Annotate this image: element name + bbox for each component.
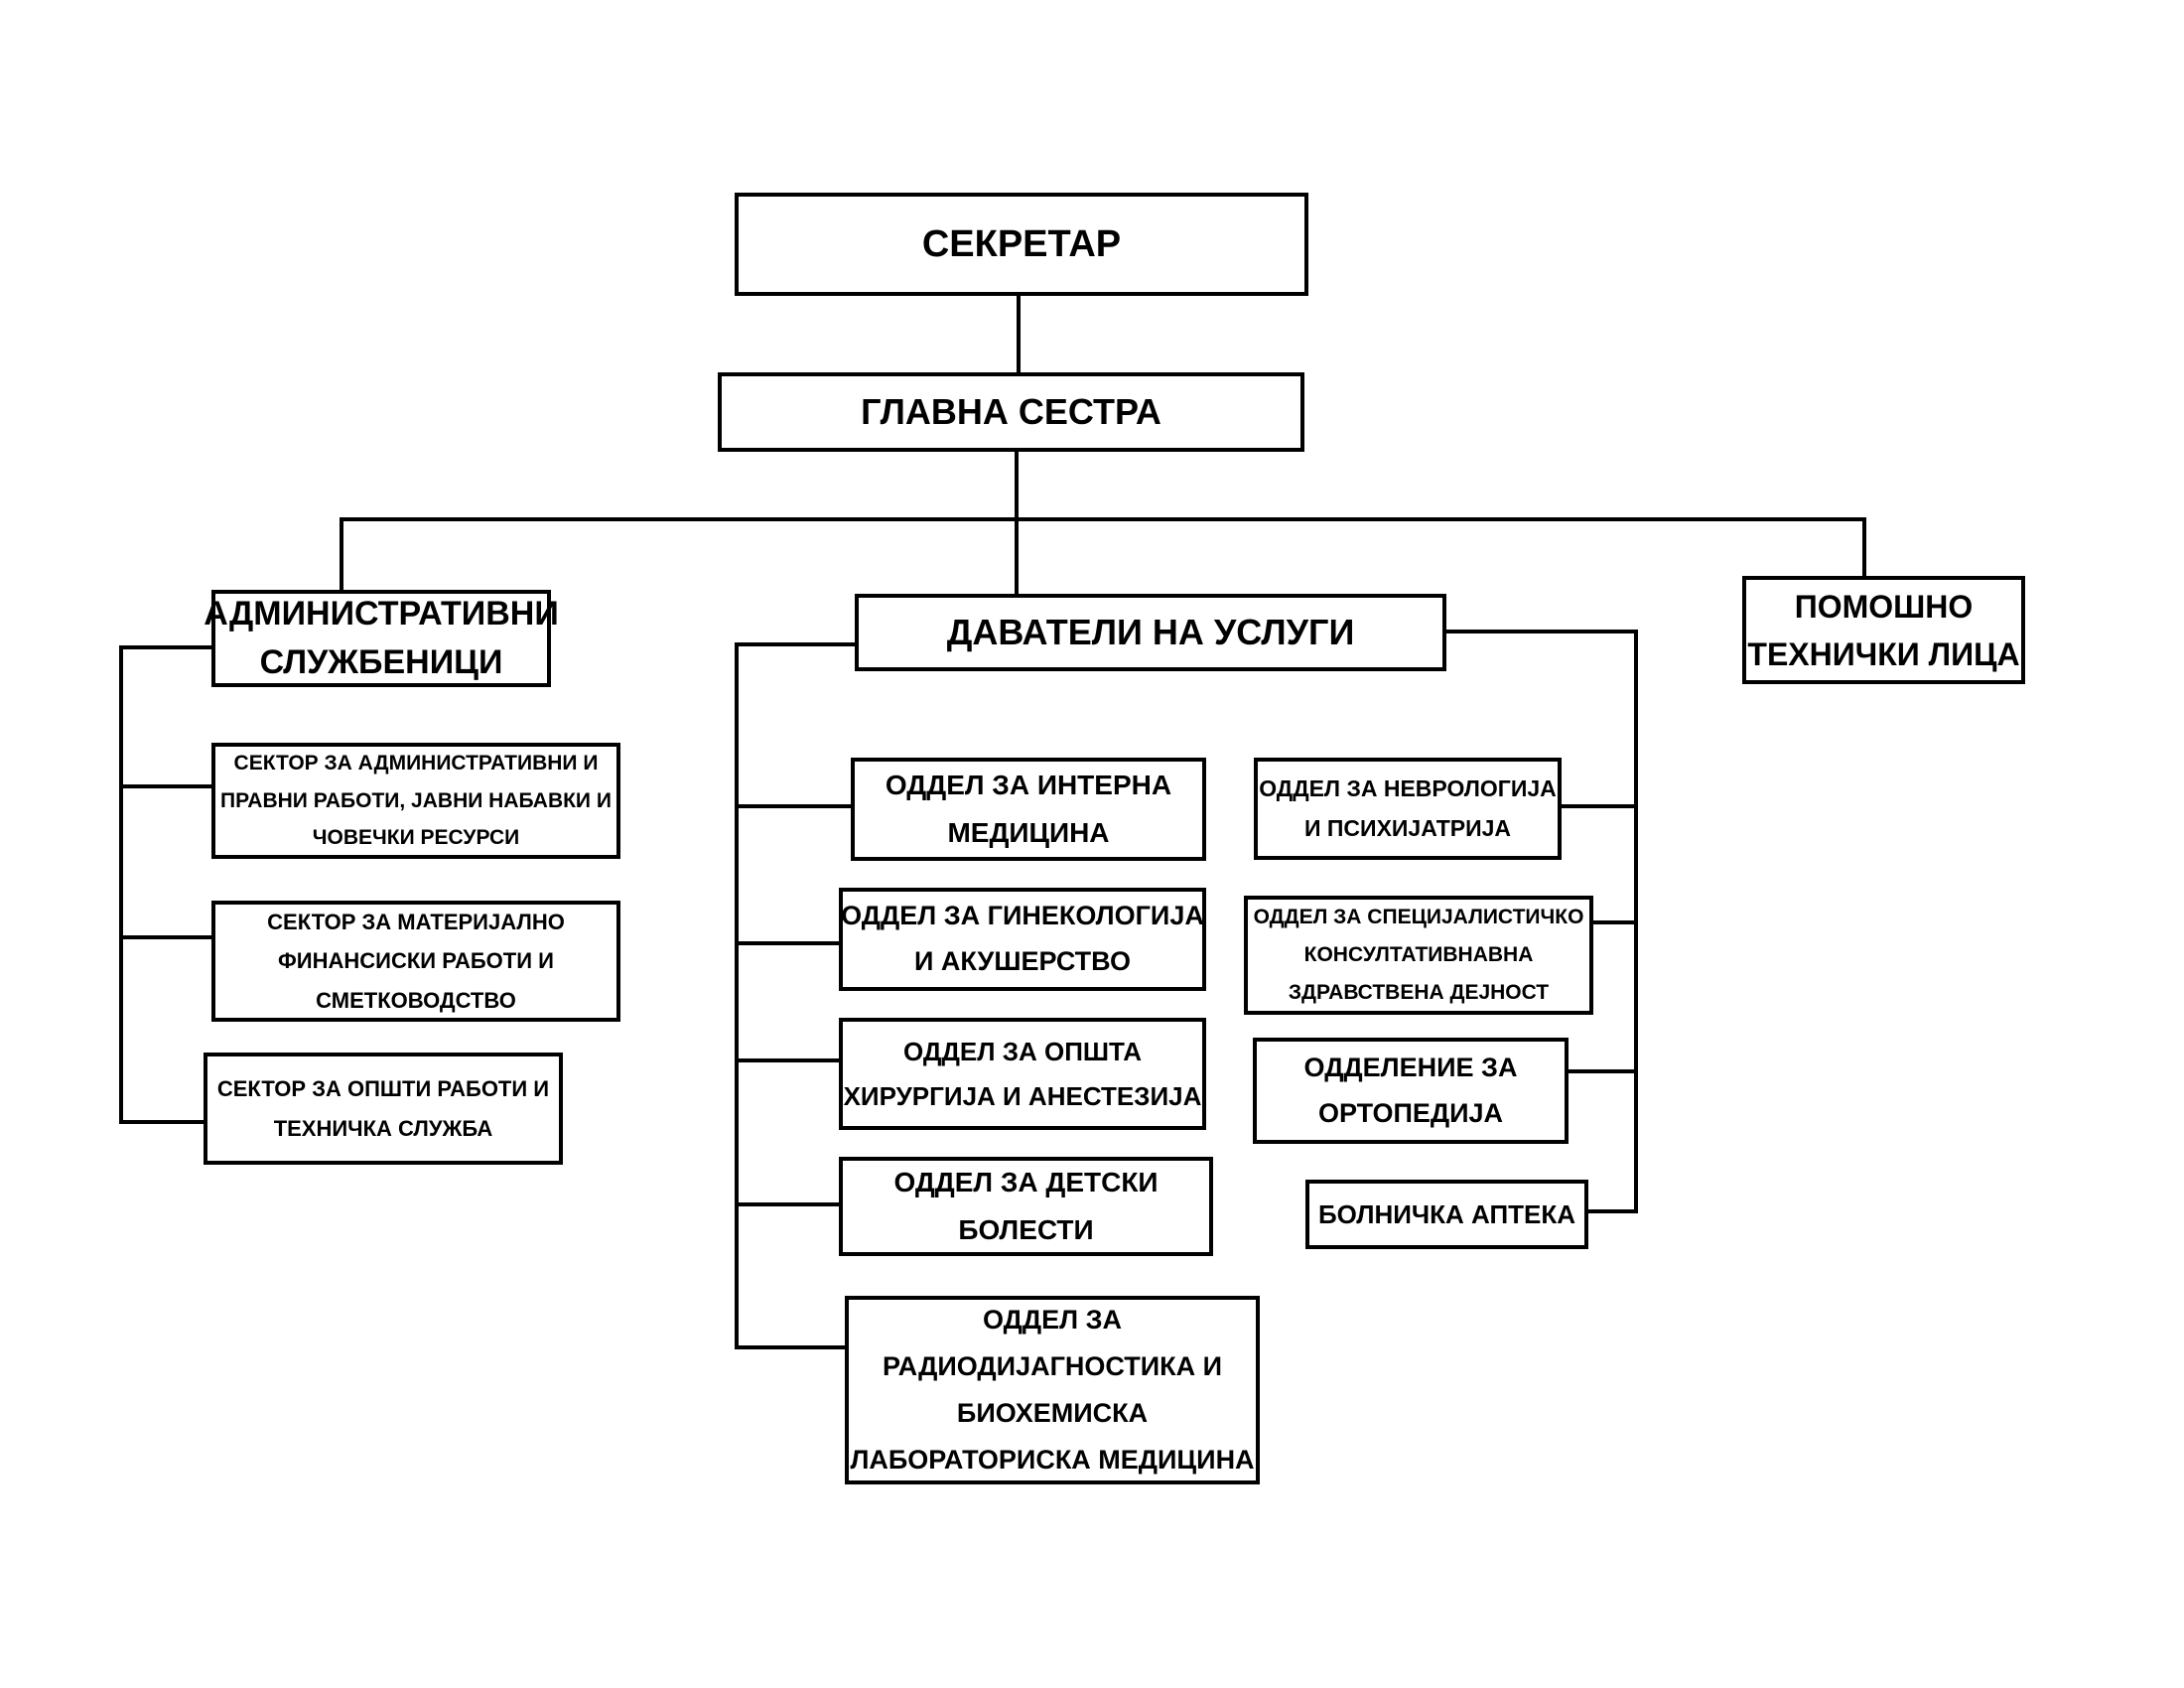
node-label: ОДДЕЛ ЗА ОПШТА ХИРУРГИЈА И АНЕСТЕЗИЈА: [844, 1030, 1202, 1117]
node-dept-internal-medicine: ОДДЕЛ ЗА ИНТЕРНА МЕДИЦИНА: [851, 758, 1206, 861]
node-label-line: ОДДЕЛ ЗА ГИНЕКОЛОГИЈА: [841, 901, 1204, 931]
node-label-line: БОЛНИЧКА АПТЕКА: [1317, 1198, 1576, 1229]
connector-line: [119, 784, 211, 788]
node-admin-staff: АДМИНИСТРАТИВНИ СЛУЖБЕНИЦИ: [204, 590, 559, 687]
connector-line: [735, 642, 855, 646]
connector-line: [119, 645, 123, 1124]
node-label-line: И АКУШЕРСТВО: [914, 946, 1131, 976]
connector-line: [1015, 517, 1019, 594]
connector-line: [340, 517, 1866, 521]
node-label-line: АДМИНИСТРАТИВНИ: [204, 594, 559, 633]
node-label: ОДДЕЛЕНИЕ ЗА ОРТОПЕДИЈА: [1304, 1046, 1518, 1137]
node-label: ПОМОШНО ТЕХНИЧКИ ЛИЦА: [1747, 583, 2019, 678]
connector-line: [1569, 1069, 1638, 1073]
connector-line: [735, 1202, 839, 1206]
node-dept-surgery: ОДДЕЛ ЗА ОПШТА ХИРУРГИЈА И АНЕСТЕЗИЈА: [839, 1018, 1206, 1130]
node-label: ОДДЕЛ ЗА ГИНЕКОЛОГИЈА И АКУШЕРСТВО: [841, 894, 1204, 985]
node-label-line: СМЕТКОВОДСТВО: [316, 987, 516, 1013]
connector-line: [735, 642, 739, 1349]
node-label: СЕКТОР ЗА МАТЕРИЈАЛНО ФИНАНСИСКИ РАБОТИ И…: [267, 903, 565, 1021]
connector-line: [1588, 1209, 1638, 1213]
node-label: ОДДЕЛ ЗА РАДИОДИЈАГНОСТИКА И БИОХЕМИСКА ЛАБ…: [850, 1297, 1254, 1484]
node-dept-orthopedics: ОДДЕЛЕНИЕ ЗА ОРТОПЕДИЈА: [1253, 1038, 1569, 1144]
node-label-line: МЕДИЦИНА: [947, 817, 1110, 848]
connector-line: [735, 804, 851, 808]
node-label-line: ОДДЕЛЕНИЕ ЗА: [1303, 1052, 1518, 1082]
node-sector-finance: СЕКТОР ЗА МАТЕРИЈАЛНО ФИНАНСИСКИ РАБОТИ И…: [211, 901, 620, 1022]
node-label: ДАВАТЕЛИ НА УСЛУГИ: [947, 606, 1355, 659]
node-label: СЕКРЕТАР: [922, 216, 1121, 273]
node-label-line: И ПСИХИЈАТРИЈА: [1303, 814, 1512, 841]
connector-line: [1017, 296, 1021, 372]
node-label-line: ОРТОПЕДИЈА: [1317, 1097, 1504, 1128]
node-label-line: КОНСУЛТАТИВНАВНА: [1303, 943, 1534, 967]
node-label-line: ХИРУРГИЈА И АНЕСТЕЗИЈА: [843, 1080, 1202, 1111]
node-label-line: ОДДЕЛ ЗА ОПШТА: [902, 1037, 1143, 1067]
node-hospital-pharmacy: БОЛНИЧКА АПТЕКА: [1305, 1180, 1588, 1249]
node-dept-radiology-lab: ОДДЕЛ ЗА РАДИОДИЈАГНОСТИКА И БИОХЕМИСКА ЛАБ…: [845, 1296, 1260, 1484]
node-label: БОЛНИЧКА АПТЕКА: [1318, 1196, 1575, 1234]
node-label-line: ПОМОШНО: [1794, 588, 1974, 625]
node-label-line: ОДДЕЛ ЗА: [983, 1304, 1122, 1335]
connector-line: [1862, 517, 1866, 578]
node-label-line: СЕКТОР ЗА МАТЕРИЈАЛНО: [267, 909, 565, 934]
connector-line: [735, 941, 839, 945]
node-label: АДМИНИСТРАТИВНИ СЛУЖБЕНИЦИ: [204, 590, 559, 688]
node-label: ГЛАВНА СЕСТРА: [861, 385, 1161, 439]
node-label-line: ЗДРАВСТВЕНА ДЕЈНОСТ: [1288, 980, 1550, 1004]
node-label-line: ОДДЕЛ ЗА СПЕЦИЈАЛИСТИЧКО: [1253, 906, 1584, 929]
node-label: ОДДЕЛ ЗА СПЕЦИЈАЛИСТИЧКО КОНСУЛТАТИВНАВНА…: [1254, 899, 1584, 1011]
node-label-line: СЕКТОР ЗА АДМИНИСТРАТИВНИ И: [233, 751, 599, 774]
node-label-line: ЛАБОРАТОРИСКА МЕДИЦИНА: [850, 1445, 1255, 1476]
node-label: ОДДЕЛ ЗА ИНТЕРНА МЕДИЦИНА: [886, 762, 1171, 856]
node-dept-gynecology: ОДДЕЛ ЗА ГИНЕКОЛОГИЈА И АКУШЕРСТВО: [839, 888, 1206, 991]
node-label-line: СЕКТОР ЗА ОПШТИ РАБОТИ И: [216, 1075, 550, 1101]
node-label: ОДДЕЛ ЗА ДЕТСКИ БОЛЕСТИ: [893, 1159, 1158, 1253]
node-head-nurse: ГЛАВНА СЕСТРА: [718, 372, 1304, 452]
node-sector-admin-legal: СЕКТОР ЗА АДМИНИСТРАТИВНИ И ПРАВНИ РАБОТИ…: [211, 743, 620, 859]
node-label-line: ОДДЕЛ ЗА ИНТЕРНА: [885, 770, 1172, 801]
node-label-line: ПРАВНИ РАБОТИ, ЈАВНИ НАБАВКИ И: [220, 788, 612, 812]
node-label-line: ГЛАВНА СЕСТРА: [861, 391, 1161, 432]
node-dept-neurology: ОДДЕЛ ЗА НЕВРОЛОГИЈА И ПСИХИЈАТРИЈА: [1254, 758, 1562, 860]
node-label-line: ТЕХНИЧКА СЛУЖБА: [273, 1115, 493, 1141]
node-label-line: ФИНАНСИСКИ РАБОТИ И: [278, 948, 554, 974]
node-label-line: СЕКРЕТАР: [921, 222, 1122, 265]
connector-line: [1562, 804, 1638, 808]
connector-line: [1446, 630, 1638, 633]
node-label-line: ЧОВЕЧКИ РЕСУРСИ: [312, 826, 520, 850]
node-label-line: БИОХЕМИСКА: [956, 1398, 1149, 1428]
connector-line: [1593, 920, 1638, 924]
node-label-line: ОДДЕЛ ЗА ДЕТСКИ: [893, 1167, 1159, 1198]
node-service-providers: ДАВАТЕЛИ НА УСЛУГИ: [855, 594, 1446, 671]
node-dept-specialist-consultative: ОДДЕЛ ЗА СПЕЦИЈАЛИСТИЧКО КОНСУЛТАТИВНАВНА…: [1244, 896, 1593, 1015]
node-label-line: РАДИОДИЈАГНОСТИКА И: [883, 1350, 1222, 1381]
node-label: ОДДЕЛ ЗА НЕВРОЛОГИЈА И ПСИХИЈАТРИЈА: [1259, 770, 1557, 847]
connector-line: [735, 1058, 839, 1062]
node-secretary: СЕКРЕТАР: [735, 193, 1308, 296]
connector-line: [735, 1345, 845, 1349]
connector-line: [340, 517, 343, 590]
node-label-line: ДАВАТЕЛИ НА УСЛУГИ: [946, 612, 1355, 652]
connector-line: [119, 935, 211, 939]
node-label: СЕКТОР ЗА АДМИНИСТРАТИВНИ И ПРАВНИ РАБОТИ…: [220, 745, 612, 857]
node-label: СЕКТОР ЗА ОПШТИ РАБОТИ И ТЕХНИЧКА СЛУЖБА: [217, 1069, 549, 1148]
node-sector-general: СЕКТОР ЗА ОПШТИ РАБОТИ И ТЕХНИЧКА СЛУЖБА: [204, 1053, 563, 1165]
connector-line: [1015, 452, 1019, 519]
connector-line: [119, 645, 211, 649]
node-auxiliary-technical: ПОМОШНО ТЕХНИЧКИ ЛИЦА: [1742, 576, 2025, 684]
connector-line: [119, 1120, 204, 1124]
node-label-line: ОДДЕЛ ЗА НЕВРОЛОГИЈА: [1259, 775, 1557, 802]
node-label-line: ТЕХНИЧКИ ЛИЦА: [1747, 635, 2020, 672]
node-label-line: СЛУЖБЕНИЦИ: [259, 643, 503, 681]
node-label-line: БОЛЕСТИ: [958, 1214, 1094, 1245]
node-dept-pediatric: ОДДЕЛ ЗА ДЕТСКИ БОЛЕСТИ: [839, 1157, 1213, 1256]
